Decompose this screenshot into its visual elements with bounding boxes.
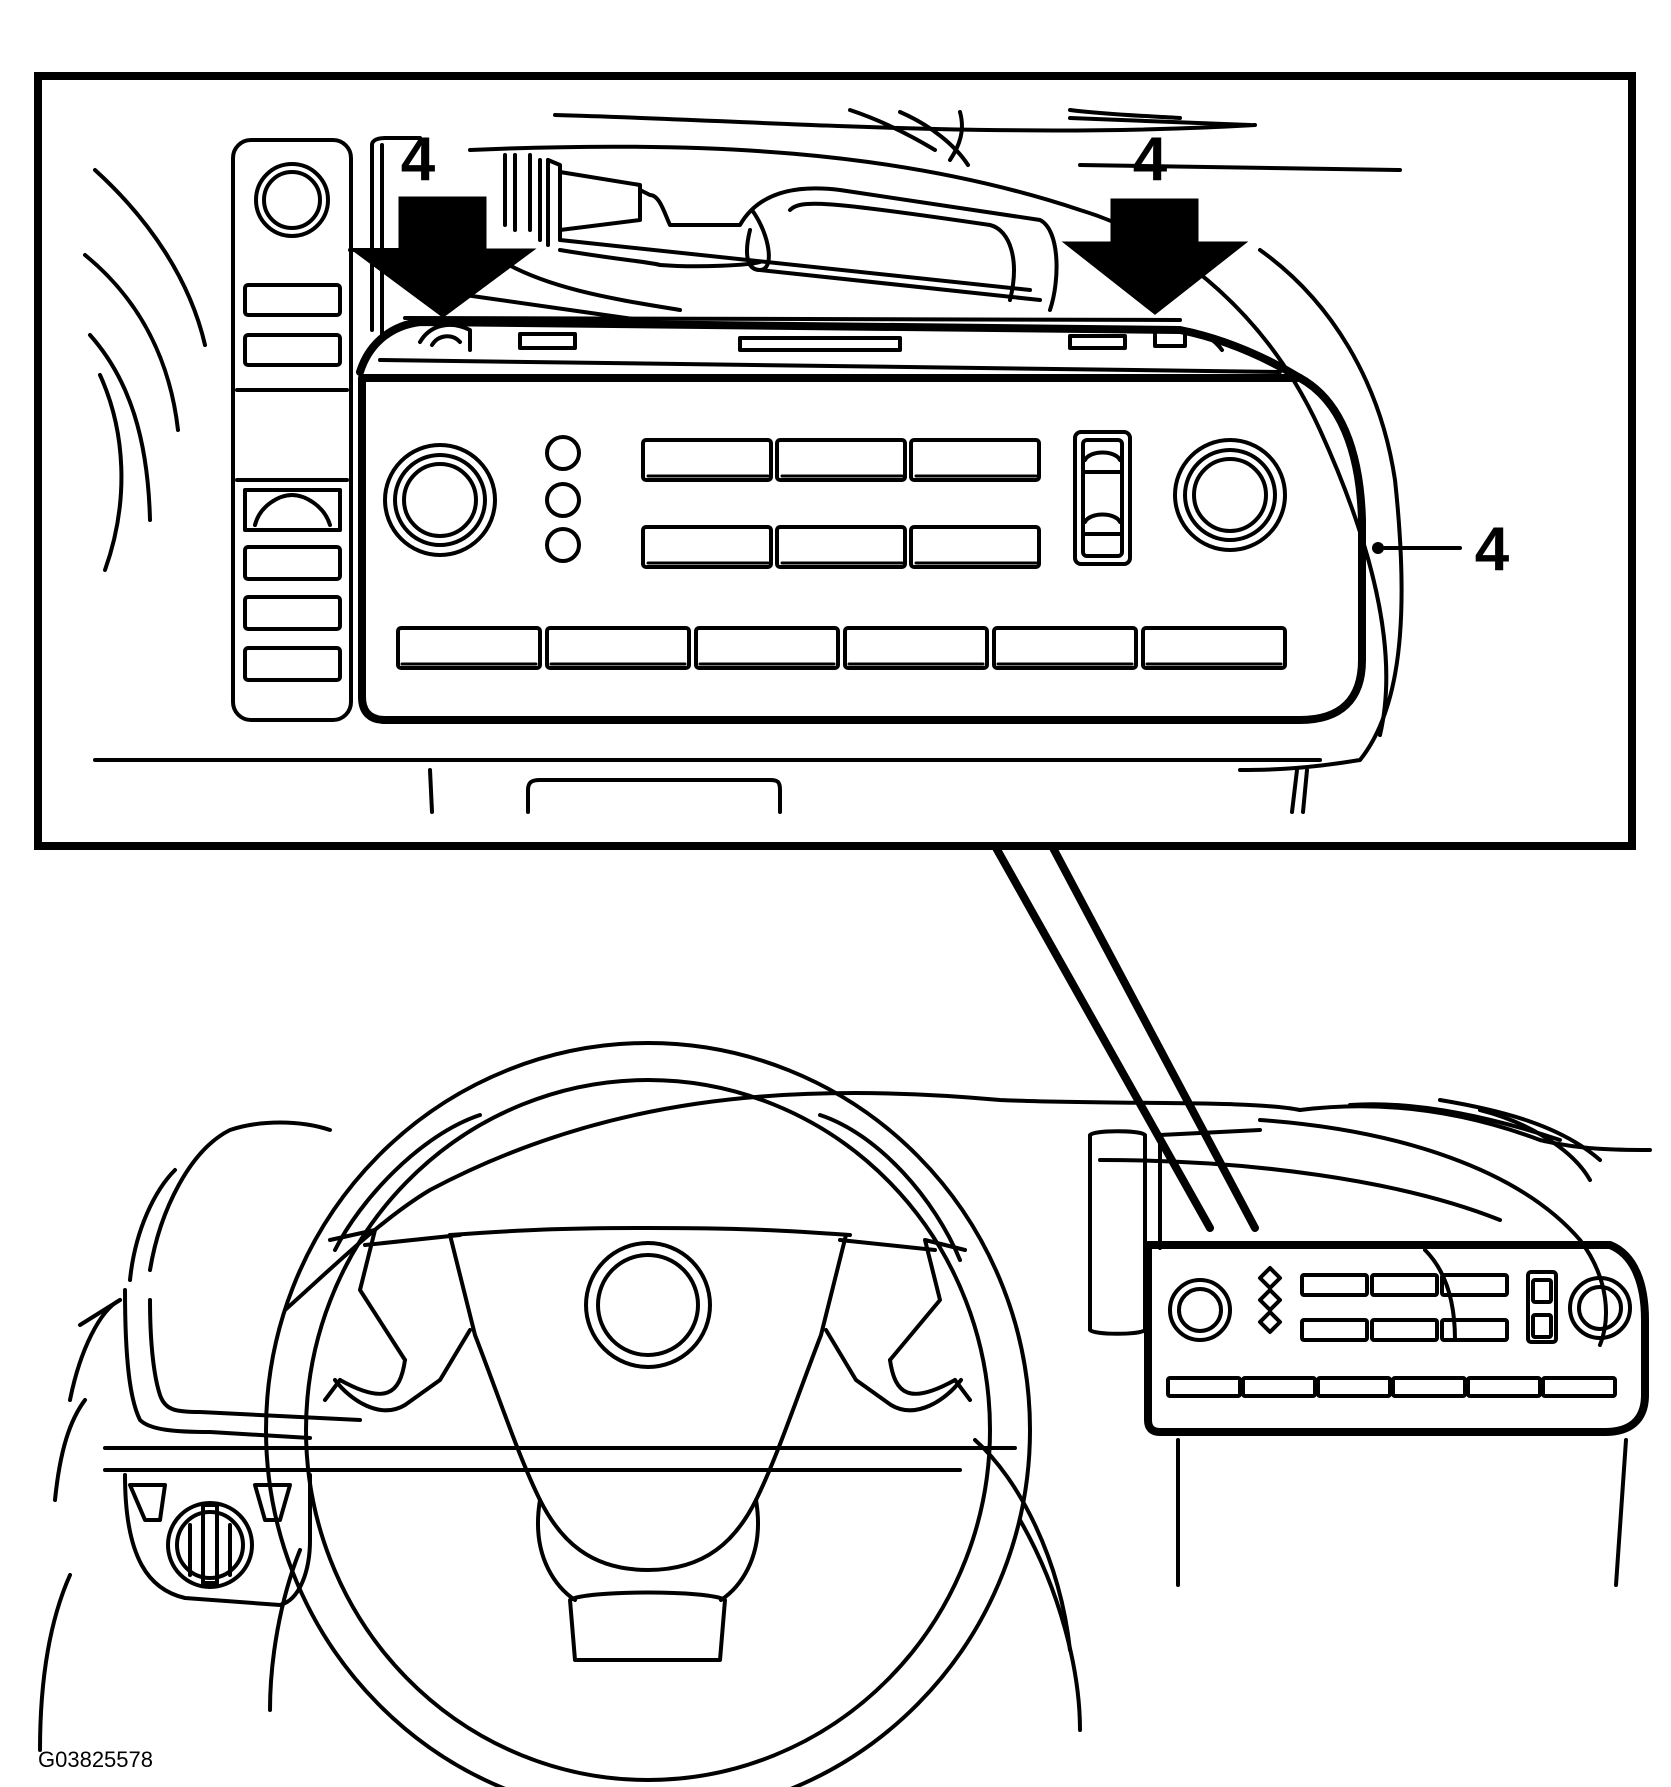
preset-buttons-row-1 bbox=[641, 438, 1041, 482]
rocker-switch bbox=[1073, 430, 1132, 566]
radio-unit-detail bbox=[358, 374, 1366, 724]
radio-cavity bbox=[370, 136, 1182, 342]
volume-knob bbox=[383, 443, 497, 557]
callout-side-leader bbox=[1372, 542, 1462, 554]
steering-wheel bbox=[264, 1041, 1082, 1787]
left-vent-arcs bbox=[83, 168, 207, 572]
callout-side: 4 bbox=[1475, 515, 1510, 584]
dashboard-overview: G03825578 bbox=[38, 1041, 1652, 1787]
airbag-pad bbox=[448, 1233, 848, 1572]
bottom-buttons-row bbox=[396, 626, 1287, 670]
arrow-down-icon bbox=[1061, 198, 1249, 315]
horn-emblem bbox=[584, 1241, 712, 1369]
arrow-down-icon bbox=[348, 196, 537, 318]
radio-top-edge bbox=[356, 318, 1304, 382]
callout-right-arrow: 4 bbox=[1133, 125, 1168, 194]
detail-inset: 4 4 4 bbox=[34, 72, 1636, 850]
radio-unit-overview bbox=[1144, 1241, 1649, 1436]
callout-left-arrow: 4 bbox=[401, 125, 436, 194]
headlamp-switch bbox=[123, 1473, 312, 1607]
tune-knob bbox=[1173, 438, 1287, 552]
center-stack bbox=[1088, 1128, 1628, 1587]
figure-id: G03825578 bbox=[38, 1747, 153, 1772]
zoom-pointer bbox=[991, 842, 1259, 1232]
left-switch-panel bbox=[231, 138, 353, 722]
preset-buttons-row-2 bbox=[641, 525, 1041, 569]
